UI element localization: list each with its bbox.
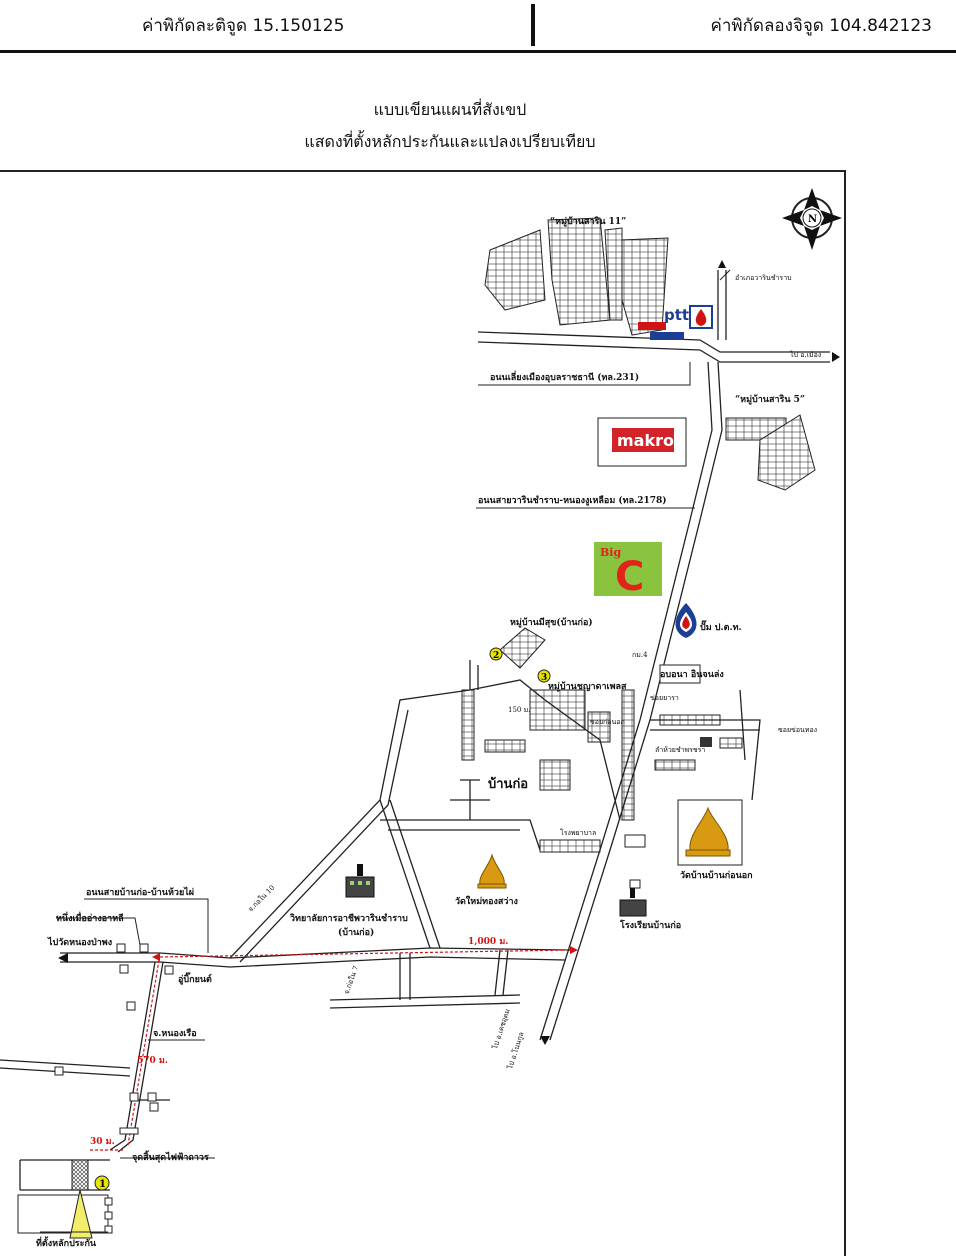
bigc-logo (594, 542, 662, 596)
distance-route (90, 949, 571, 1151)
label-soi-kenok: ซอยก่อนอก (590, 718, 625, 726)
makro-text: makro (617, 431, 674, 450)
collateral-pointer (69, 1189, 93, 1239)
bigc-letter: C (615, 554, 644, 600)
map-title: แบบเขียนแผนที่สังเขป (373, 100, 527, 119)
label-village-chayada: หมู่บ้านชญาดาเพลส (548, 681, 627, 692)
shop-sign (638, 322, 666, 330)
bigc-top-text: Big (600, 546, 621, 559)
label-college-sub: (บ้านก่อ) (338, 927, 374, 938)
school-building-icon (619, 888, 647, 917)
north-compass-icon (782, 188, 842, 250)
label-soi-7: จ.ก่อใน 7 (342, 964, 361, 995)
label-to-ubon: ไป อ.โนนกูล (505, 1031, 526, 1071)
marker-1 (94, 1175, 110, 1191)
longitude-text: ค่าพิกัดลองจิจูด 104.842123 (710, 16, 933, 36)
label-wat-ban-ko-nok: วัดบ้านบ้านก่อนอก (680, 870, 753, 881)
label-kam: ข่อยยารา (650, 694, 679, 702)
label-distance-1000: 1,000 ม. (468, 937, 508, 947)
label-collateral: ที่ตั้งหลักประกัน (36, 1236, 97, 1249)
ptt-station-icon (675, 603, 697, 638)
label-pole: จุดสิ้นสุดไฟฟ้าถาวร (132, 1150, 209, 1163)
marker-2-text: 2 (493, 651, 499, 661)
label-to-muang: ไป อ.เมือง (789, 350, 821, 359)
arrow-south (540, 1036, 550, 1045)
label-soi-right: ซอยข่อนทอง (778, 726, 817, 734)
ptt-top-icon (689, 305, 713, 329)
hall-icon (624, 834, 646, 848)
label-soi-nongruea: จ.หนองเรือ (153, 1027, 197, 1039)
label-village-misuk: หมู่บ้านมีสุข(บ้านก่อ) (510, 617, 593, 628)
route-arrow-east (570, 946, 578, 954)
arrow-north (718, 260, 726, 268)
label-distance-150: 150 ม. (508, 706, 530, 714)
arrow-east (832, 352, 840, 362)
marker-3-text: 3 (541, 673, 547, 683)
label-warin-road: อนนสายวารินชำราบ-หนองงูเหลือม (ทล.2178) (478, 494, 667, 506)
shop-sign-2 (650, 332, 684, 340)
label-ring-road: อนนเลี่ยงเมืองอุบลราชธานี (ทล.231) (490, 370, 639, 383)
collateral-plot (71, 1159, 89, 1191)
label-road-left: อนนสายบ้านก่อ-บ้านห้วยไผ่ (86, 886, 194, 898)
label-wat-mai: วัดใหม่ทองสว่าง (455, 895, 518, 907)
leader-lines (40, 269, 731, 1233)
map-frame (0, 170, 846, 1256)
label-college: วิทยาลัยการอาชีพวารินชำราบ (289, 913, 408, 924)
house-markers (54, 664, 701, 1234)
label-school-sub: โรงพยาบาล (560, 828, 596, 837)
label-distance-30: 30 ม. (90, 1137, 115, 1147)
label-garage: อู่บิ๊กยนต์ (178, 972, 212, 985)
label-ban-ko: บ้านก่อ (488, 776, 528, 792)
label-village-sarin5: “หมู่บ้านสาริน 5” (735, 394, 805, 405)
marker-3 (537, 669, 551, 683)
makro-logo (612, 428, 674, 452)
coordinate-header: ค่าพิกัดละติจูด 15.150125 ค่าพิกัดลองจิจ… (0, 0, 956, 53)
label-village-sarin11: “หมู่บ้านสาริน 11” (550, 216, 626, 227)
header-divider (531, 4, 535, 46)
road-network (0, 270, 830, 1191)
temple-icon-large (677, 799, 743, 866)
label-km: กม.4 (632, 651, 648, 659)
label-chaophraya: ลำห้วยชำพรชรา (655, 746, 705, 754)
label-to-warin: อำเภอวารินชำราบ (735, 274, 792, 282)
latitude-text: ค่าพิกัดละติจูด 15.150125 (142, 16, 345, 36)
label-soi-10: จ.ก่อใน 10 (246, 883, 276, 913)
label-market: อบอนา อินจนล่ง (660, 669, 724, 680)
route-arrow-west (152, 953, 160, 961)
village-sarin5-blocks (725, 414, 816, 491)
arrow-to-nongpa (58, 953, 68, 963)
label-crossing: หนึ่งเมื่ออ่างอาหลี (56, 911, 124, 924)
label-ptt-station: ปั๊ม ป.ต.ท. (700, 620, 742, 633)
college-building-icon (345, 864, 375, 898)
map-subtitle: แสดงที่ตั้งหลักประกันและแปลงเปรียบเทียบ (304, 132, 596, 151)
compass-letter: N (808, 214, 817, 225)
label-distance-570: 570 ม. (137, 1056, 168, 1066)
marker-1-text: 1 (99, 1179, 106, 1190)
temple-icon-small (477, 853, 507, 889)
label-to-det: ไป อ.เดชอุดม (490, 1008, 512, 1051)
label-to-nongpa: ไปวัดหนองป่าพง (47, 936, 112, 948)
village-misuk-blocks (499, 627, 546, 669)
label-school: โรงเรียนบ้านก่อ (619, 919, 681, 931)
marker-2 (489, 647, 503, 661)
ptt-top-text: ptt (664, 306, 689, 324)
village-sarin11-blocks (484, 217, 669, 336)
office-icon (700, 737, 712, 747)
